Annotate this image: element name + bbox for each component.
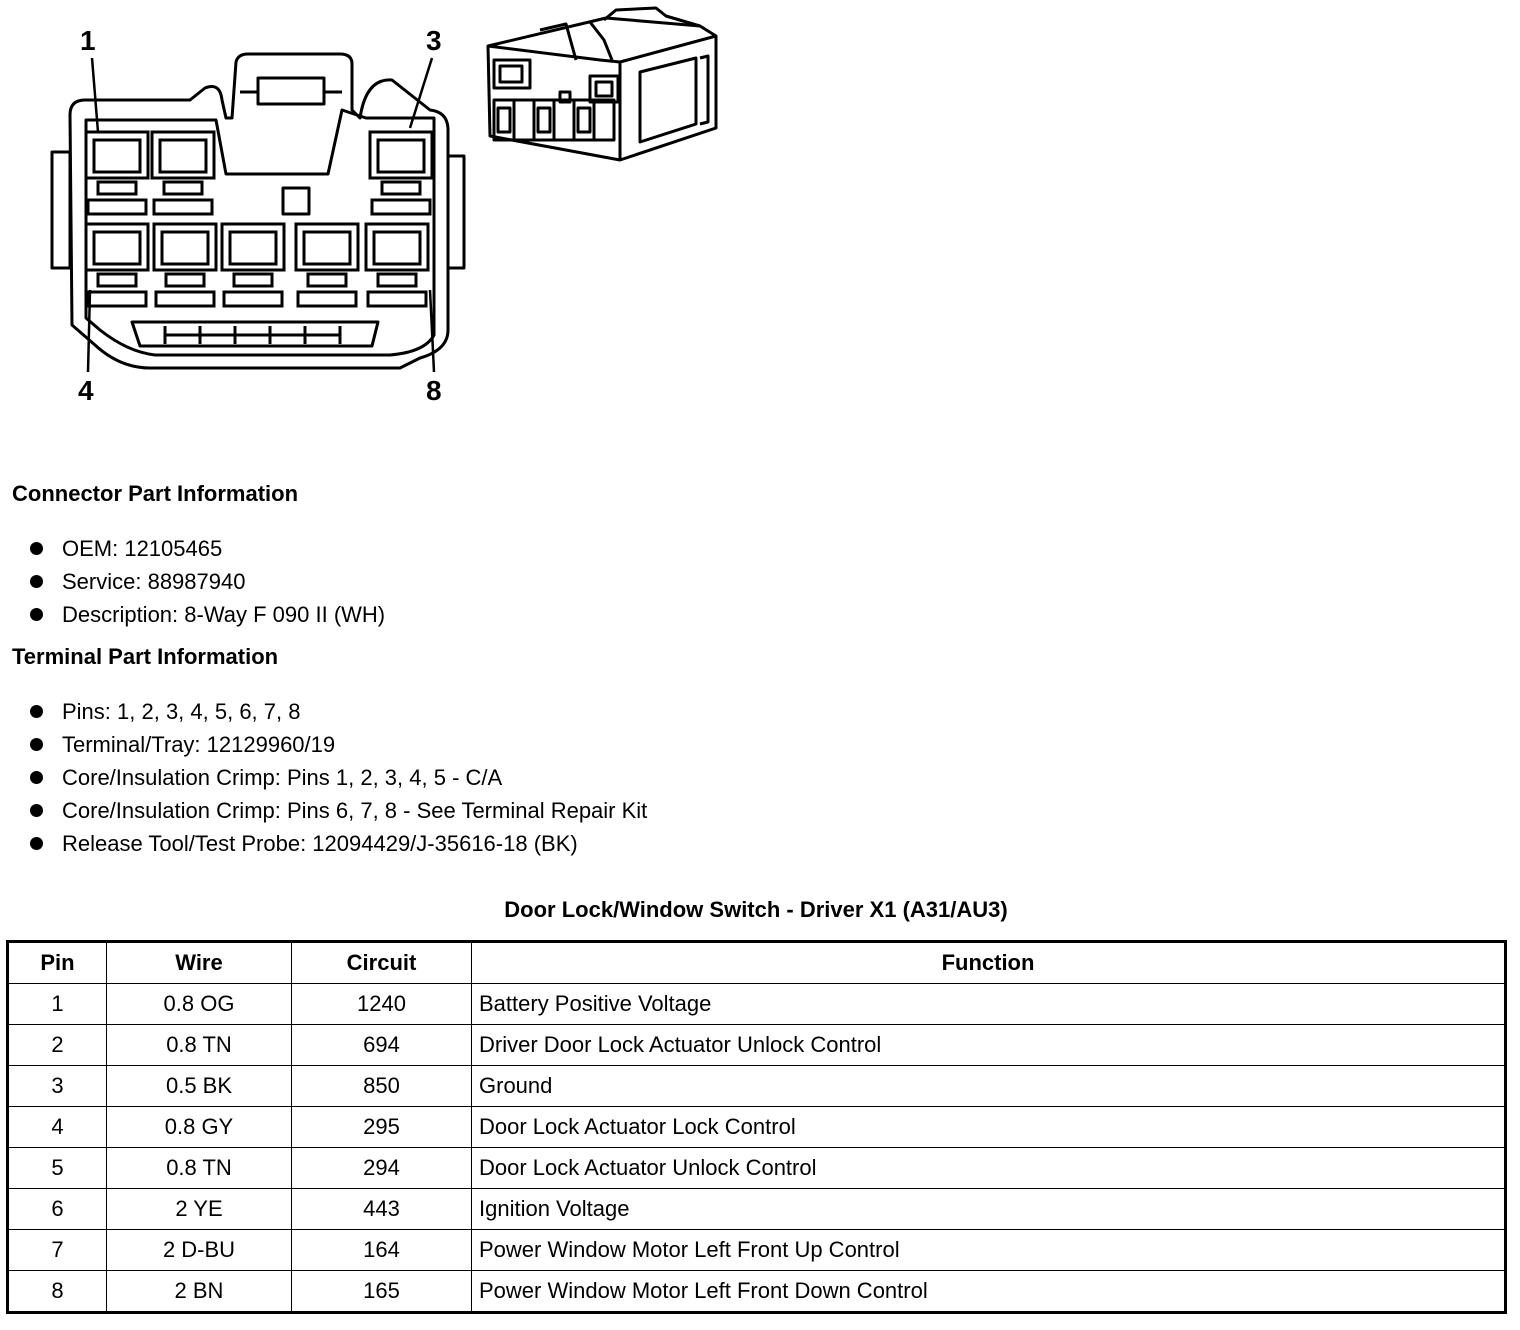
bullet-icon — [30, 542, 43, 555]
table-row: 7 2 D-BU 164 Power Window Motor Left Fro… — [7, 1229, 1506, 1271]
cell-circuit: 694 — [291, 1024, 472, 1066]
header-pin: Pin — [7, 941, 107, 984]
cell-pin: 1 — [7, 983, 107, 1025]
table-row: 8 2 BN 165 Power Window Motor Left Front… — [7, 1270, 1506, 1313]
table-row: 6 2 YE 443 Ignition Voltage — [7, 1188, 1506, 1230]
bullet-icon — [30, 575, 43, 588]
cell-circuit: 443 — [291, 1188, 472, 1230]
table-row: 1 0.8 OG 1240 Battery Positive Voltage — [7, 983, 1506, 1025]
bullet-icon — [30, 738, 43, 751]
connector-diagram: 1 3 4 8 — [50, 6, 718, 406]
table-row: 4 0.8 GY 295 Door Lock Actuator Lock Con… — [7, 1106, 1506, 1148]
table-row: 2 0.8 TN 694 Driver Door Lock Actuator U… — [7, 1024, 1506, 1066]
cell-circuit: 165 — [291, 1270, 472, 1313]
connector-face-outline — [68, 52, 450, 370]
cell-pin: 7 — [7, 1229, 107, 1271]
cell-pin: 3 — [7, 1065, 107, 1107]
terminal-info-title: Terminal Part Information — [12, 644, 279, 669]
list-item: OEM: 12105465 — [30, 532, 385, 565]
cell-function: Ignition Voltage — [471, 1188, 1506, 1230]
list-item: Release Tool/Test Probe: 12094429/J-3561… — [30, 827, 647, 860]
cell-pin: 8 — [7, 1270, 107, 1313]
table-row: 5 0.8 TN 294 Door Lock Actuator Unlock C… — [7, 1147, 1506, 1189]
cell-wire: 2 YE — [106, 1188, 292, 1230]
cell-pin: 6 — [7, 1188, 107, 1230]
terminal-info-list: Pins: 1, 2, 3, 4, 5, 6, 7, 8 Terminal/Tr… — [30, 695, 647, 860]
cell-circuit: 850 — [291, 1065, 472, 1107]
bullet-icon — [30, 837, 43, 850]
cell-wire: 0.5 BK — [106, 1065, 292, 1107]
connector-info-list: OEM: 12105465 Service: 88987940 Descript… — [30, 532, 385, 631]
list-item: Terminal/Tray: 12129960/19 — [30, 728, 647, 761]
header-function: Function — [471, 941, 1506, 984]
cell-wire: 0.8 TN — [106, 1024, 292, 1066]
cell-function: Door Lock Actuator Lock Control — [471, 1106, 1506, 1148]
cell-wire: 0.8 GY — [106, 1106, 292, 1148]
bullet-icon — [30, 608, 43, 621]
bullet-icon — [30, 705, 43, 718]
callout-8: 8 — [426, 375, 442, 406]
connector-iso-view — [486, 6, 718, 162]
cell-function: Power Window Motor Left Front Up Control — [471, 1229, 1506, 1271]
cell-wire: 0.8 OG — [106, 983, 292, 1025]
cell-function: Ground — [471, 1065, 1506, 1107]
list-item: Core/Insulation Crimp: Pins 1, 2, 3, 4, … — [30, 761, 647, 794]
cell-function: Driver Door Lock Actuator Unlock Control — [471, 1024, 1506, 1066]
cell-pin: 2 — [7, 1024, 107, 1066]
table-header-row: Pin Wire Circuit Function — [7, 941, 1506, 984]
cell-wire: 0.8 TN — [106, 1147, 292, 1189]
bullet-icon — [30, 771, 43, 784]
cell-wire: 2 D-BU — [106, 1229, 292, 1271]
cell-circuit: 294 — [291, 1147, 472, 1189]
cell-function: Power Window Motor Left Front Down Contr… — [471, 1270, 1506, 1313]
list-item: Pins: 1, 2, 3, 4, 5, 6, 7, 8 — [30, 695, 647, 728]
pinout-table: Pin Wire Circuit Function 1 0.8 OG 1240 … — [6, 940, 1507, 1314]
callout-3: 3 — [426, 25, 442, 56]
top-cavities — [84, 130, 434, 216]
cell-circuit: 1240 — [291, 983, 472, 1025]
cell-pin: 4 — [7, 1106, 107, 1148]
bullet-icon — [30, 804, 43, 817]
table-row: 3 0.5 BK 850 Ground — [7, 1065, 1506, 1107]
callout-1: 1 — [80, 25, 96, 56]
callout-4: 4 — [78, 375, 94, 406]
list-item: Core/Insulation Crimp: Pins 6, 7, 8 - Se… — [30, 794, 647, 827]
cell-circuit: 295 — [291, 1106, 472, 1148]
cell-pin: 5 — [7, 1147, 107, 1189]
table-title: Door Lock/Window Switch - Driver X1 (A31… — [504, 897, 1008, 922]
header-circuit: Circuit — [291, 941, 472, 984]
list-item: Service: 88987940 — [30, 565, 385, 598]
cell-function: Door Lock Actuator Unlock Control — [471, 1147, 1506, 1189]
header-wire: Wire — [106, 941, 292, 984]
list-item: Description: 8-Way F 090 II (WH) — [30, 598, 385, 631]
bottom-cavities — [84, 222, 430, 308]
cell-wire: 2 BN — [106, 1270, 292, 1313]
connector-info-title: Connector Part Information — [12, 481, 299, 506]
cell-function: Battery Positive Voltage — [471, 983, 1506, 1025]
cell-circuit: 164 — [291, 1229, 472, 1271]
